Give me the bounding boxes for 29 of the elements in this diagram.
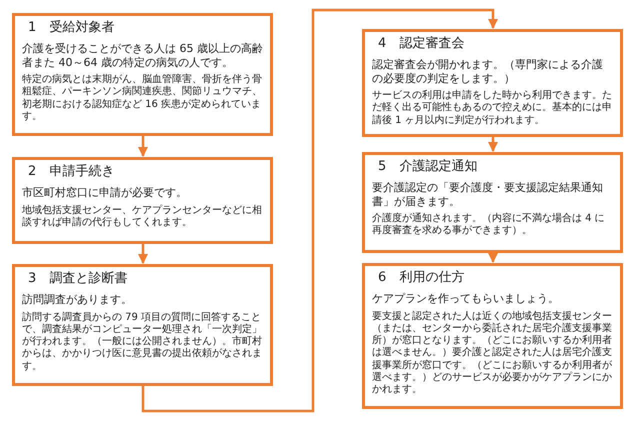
arrow: [138, 136, 148, 157]
note-text: 地域包括支援センター、ケアプランセンターなどに相談すれば申請の代行もしてくれます。: [22, 204, 263, 230]
note-text: 介護度が通知されます。（内容に不満な場合は 4 に再度審査を求める事ができます）。: [372, 213, 606, 238]
heading: 1 受給対象者: [28, 19, 116, 36]
note-text: 訪問する調査員からの 79 項目の質問に回答することで、調査結果がコンピューター処理され「一次判定」が行われます。（一般には公開されません）。市町村からは、かかりつけ医に意見書の提出依頼がなされます。: [22, 312, 263, 373]
heading: 5 介護認定通知: [378, 158, 478, 175]
arrow: [138, 244, 148, 264]
arrow: [142, 8, 498, 412]
main-text: 訪問調査があります。: [22, 293, 133, 306]
step-box: [12, 13, 273, 136]
step-box: [362, 263, 623, 409]
note-text: 要支援と認定された人は近くの地域包括支援センター（または、センターから委託された居宅介護支援事業所）が窓口となります。（どこにお願いするか利用者は選べません。）要介護と認定された人は居宅介護支援事業所が窓口です。（どこにお願いするか利用者が選べます。）どのサービスが必要かがケアプランにかかれます。: [372, 310, 613, 397]
main-text: 市区町村窓口に申請が必要です。: [22, 186, 188, 200]
note-text: サービスの利用は申請をした時から利用できます。ただ軽く出る可能性もあるので控えめに。基本的には申請後 1 ヶ月以内に判定が行われます。: [372, 90, 613, 127]
main-text: 要介護認定の「要介護度・要支援認定結果通知書」が届きます。: [372, 181, 604, 208]
note-text: 特定の病気とは末期がん、脳血管障害、骨折を伴う骨粗鬆症、パーキンソン病関連疾患、関節リュウマチ、初老期における認知症など 16 疾患が定められています。: [22, 74, 263, 124]
arrow: [488, 137, 498, 152]
heading: 6 利用の仕方: [378, 269, 466, 286]
step-box: [12, 157, 273, 244]
heading: 3 調査と診断書: [28, 270, 128, 287]
step-box: [362, 29, 623, 137]
arrow: [488, 253, 498, 263]
heading: 2 申請手続き: [28, 163, 116, 180]
step-box: [362, 152, 623, 253]
main-text: ケアプランを作ってもらいましょう。: [372, 292, 560, 306]
main-text: 認定審査会が開かれます。（専門家による介護の必要度の判定をします。）: [372, 58, 604, 85]
main-text: 介護を受けることができる人は 65 歳以上の高齢者また 40～64 歳の特定の病気の人です。: [22, 42, 263, 69]
heading: 4 認定審査会: [378, 35, 466, 52]
step-box: [12, 264, 273, 386]
